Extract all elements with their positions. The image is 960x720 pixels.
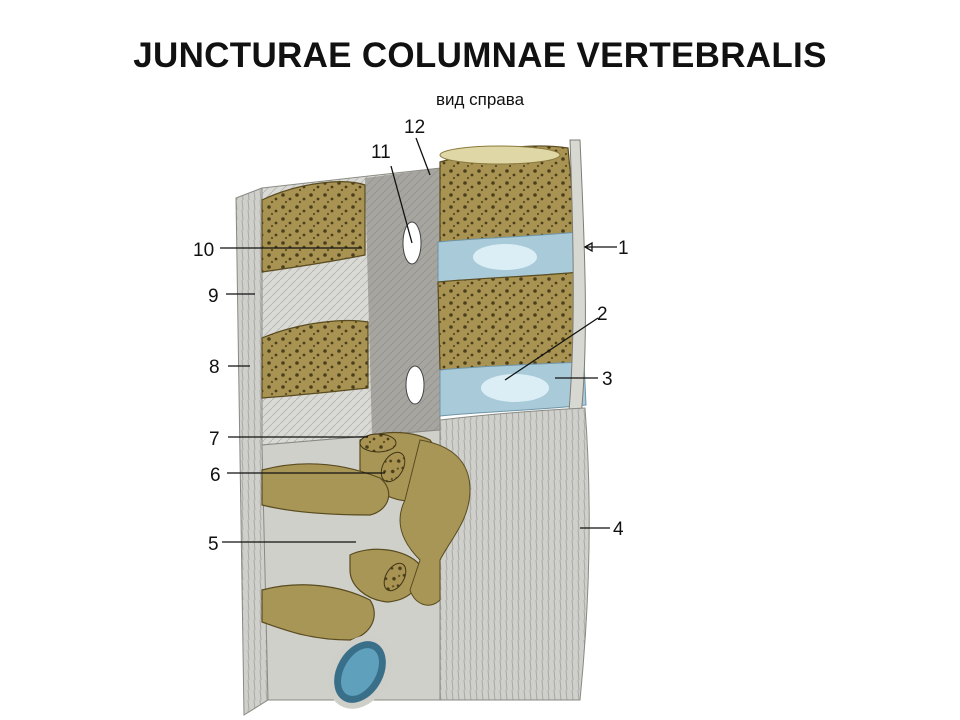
view-caption: вид справа	[435, 90, 525, 109]
callout-10: 10	[193, 240, 214, 261]
leader-11	[390, 165, 413, 244]
callout-numbers: 1 2 3 4 5 6 7 8 9 10 11 12	[193, 117, 629, 555]
callout-11: 11	[371, 142, 391, 163]
spinous-process-upper	[261, 463, 390, 516]
callout-6: 6	[210, 465, 221, 486]
callout-1: 1	[618, 238, 629, 259]
joint-section-3	[383, 562, 407, 592]
callout-5: 5	[208, 534, 219, 555]
leader-12	[415, 137, 431, 176]
callout-leaders	[220, 137, 617, 543]
sectioned-arch-upper	[261, 181, 366, 273]
callout-3: 3	[602, 369, 613, 390]
transverse-process-section-inner	[341, 648, 379, 696]
lower-vertebral-bodies-ligament	[439, 407, 590, 701]
callout-8: 8	[209, 357, 220, 378]
pedicle-lower	[399, 439, 471, 606]
callout-7: 7	[209, 429, 220, 450]
slide-title: JUNCTURAE COLUMNAE VERTEBRALIS	[133, 36, 827, 75]
leader-2	[504, 317, 599, 381]
joint-section-1	[359, 433, 397, 453]
nucleus-pulposus-upper	[473, 244, 537, 270]
spinous-process-lower	[261, 584, 375, 641]
intervertebral-foramen-middle	[405, 365, 425, 405]
callout-2: 2	[597, 304, 608, 325]
vertebral-body-middle	[437, 271, 585, 371]
nucleus-pulposus-middle	[481, 374, 549, 402]
callout-12: 12	[404, 117, 425, 138]
leader-1-arrow	[583, 241, 593, 253]
callout-4: 4	[613, 519, 624, 540]
vertebral-endplate-top	[439, 145, 561, 165]
joint-section-2	[380, 451, 406, 483]
vertebral-canal-strip	[365, 168, 440, 436]
sectioned-arch-middle	[261, 319, 369, 399]
callout-9: 9	[208, 286, 219, 307]
